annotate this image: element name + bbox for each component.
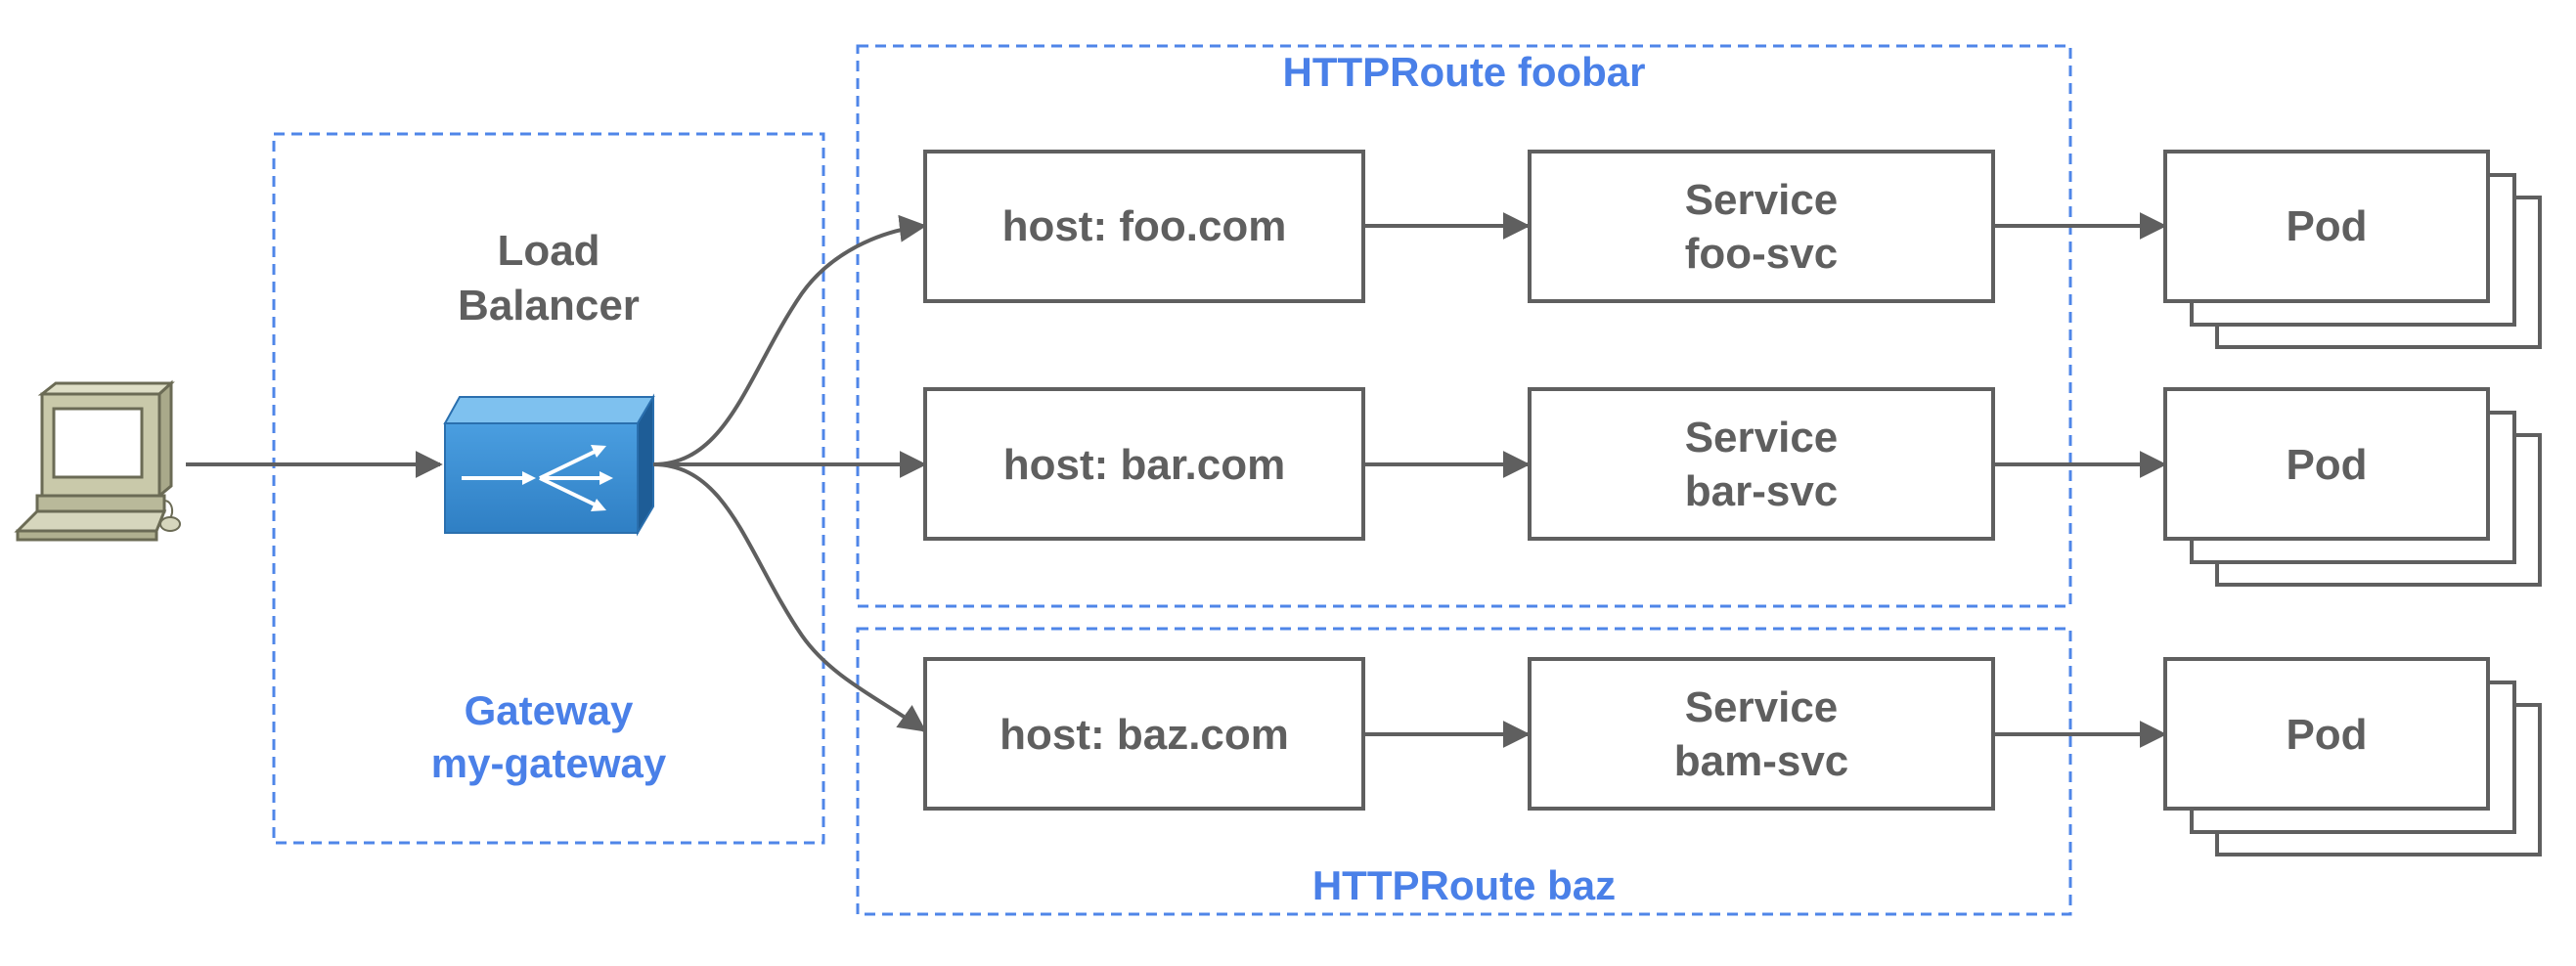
lb-to-host-foo-arrow <box>652 214 927 466</box>
gateway-boundary <box>272 132 825 845</box>
computer-icon <box>14 379 181 542</box>
service-bar-label-line1: Service <box>1685 414 1839 461</box>
load-balancer-icon <box>443 393 655 537</box>
host-foo-label: host: foo.com <box>1002 202 1287 250</box>
pod-foo-stack: Pod <box>2163 150 2542 349</box>
pod-bar-label: Pod <box>2286 441 2367 489</box>
httproute-baz-label: HTTPRoute baz <box>1312 862 1616 908</box>
host-bar-label: host: bar.com <box>1003 441 1286 489</box>
pod-foo-label: Pod <box>2286 202 2367 250</box>
host-foo-node: host: foo.com <box>923 150 1365 303</box>
service-baz-label-line2: bam-svc <box>1674 737 1849 785</box>
pod-baz-label: Pod <box>2286 711 2367 759</box>
httproute-foobar-boundary <box>856 44 2072 608</box>
load-balancer-title-line1: Load <box>497 227 600 275</box>
httproute-baz-boundary <box>856 627 2072 916</box>
service-bar-label-line2: bar-svc <box>1685 467 1839 515</box>
service-baz-label-line1: Service <box>1685 683 1839 731</box>
lb-to-host-baz-arrow <box>652 462 927 732</box>
httproute-foobar-label: HTTPRoute foobar <box>1283 49 1646 95</box>
host-bar-node: host: bar.com <box>923 387 1365 541</box>
service-bar-node: Service bar-svc <box>1528 387 1995 541</box>
pod-bar-stack: Pod <box>2163 387 2542 587</box>
host-baz-node: host: baz.com <box>923 657 1365 811</box>
service-baz-node: Service bam-svc <box>1528 657 1995 811</box>
host-baz-label: host: baz.com <box>999 711 1289 759</box>
service-foo-label-line1: Service <box>1685 176 1839 224</box>
gateway-label-line2: my-gateway <box>431 740 667 786</box>
pod-baz-stack: Pod <box>2163 657 2542 856</box>
service-foo-label-line2: foo-svc <box>1685 230 1838 278</box>
service-foo-node: Service foo-svc <box>1528 150 1995 303</box>
gateway-label-line1: Gateway <box>465 687 634 733</box>
load-balancer-title-line2: Balancer <box>458 282 640 329</box>
